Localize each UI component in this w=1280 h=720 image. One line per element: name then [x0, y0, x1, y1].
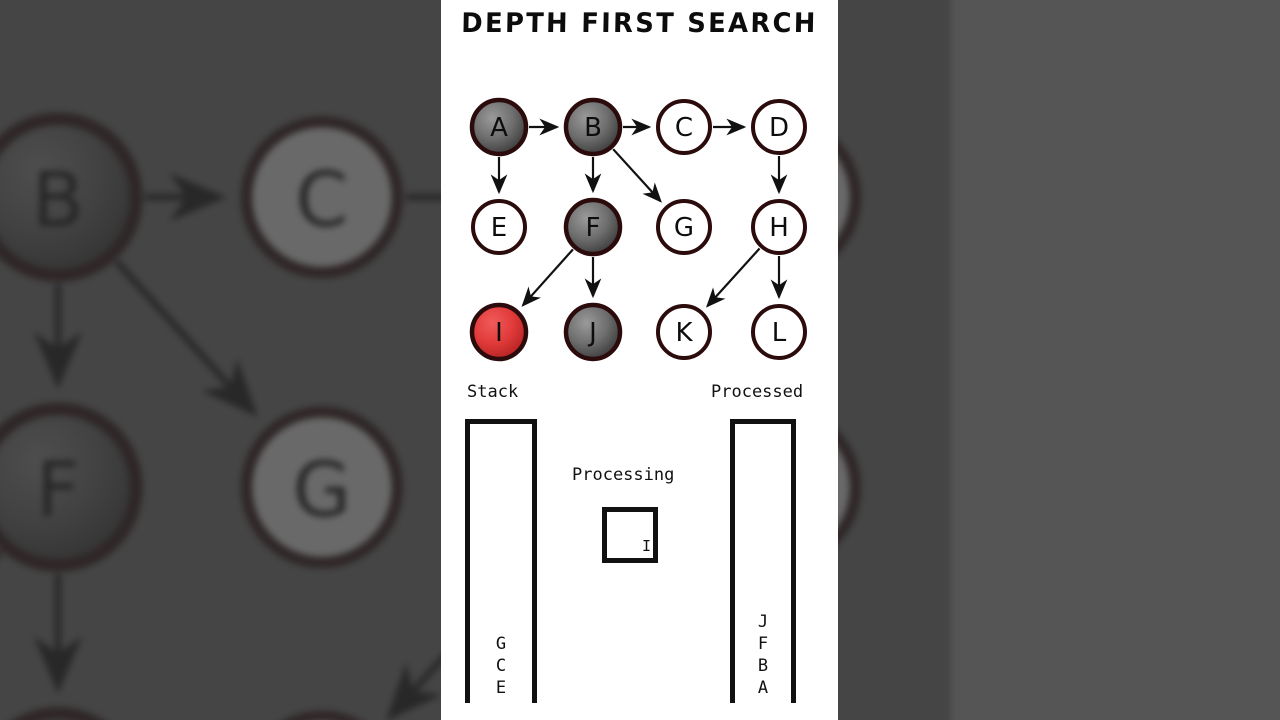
node-circle-D: [751, 99, 807, 155]
graph-node-G[interactable]: G: [656, 199, 712, 255]
graph-node-B[interactable]: B: [563, 97, 623, 157]
graph-node-F[interactable]: F: [563, 197, 623, 257]
node-circle-E: [471, 199, 527, 255]
graph-edge-H-K: [385, 655, 441, 720]
graph-node-L[interactable]: L: [838, 716, 855, 720]
node-circle-L: [838, 716, 855, 720]
graph-node-F[interactable]: F: [0, 402, 143, 573]
node-circle-F: [0, 402, 143, 573]
node-label-L: L: [772, 318, 787, 348]
graph-node-C[interactable]: C: [240, 116, 404, 279]
node-label-D: D: [769, 113, 789, 143]
node-circle-K: [283, 710, 360, 720]
processed-item: J: [757, 612, 769, 632]
node-label-B: B: [32, 156, 84, 244]
processed-label: Processed: [711, 382, 804, 402]
graph-edge-F-I: [521, 248, 574, 307]
processed-item: B: [757, 656, 769, 676]
stack-item: C: [495, 656, 507, 676]
node-circle-A: [469, 97, 529, 157]
processing-box: I: [602, 507, 658, 563]
graph-edge-B-G: [612, 148, 662, 203]
graph-node-E[interactable]: E: [471, 199, 527, 255]
node-label-B: B: [584, 113, 602, 143]
processing-label: Processing: [572, 465, 675, 485]
dfs-visualization: DEPTH FIRST SEARCH: [838, 0, 952, 720]
processing-value: I: [641, 537, 651, 555]
node-label-G: G: [293, 446, 351, 534]
node-label-F: F: [586, 213, 601, 243]
node-circle-I: [469, 302, 529, 362]
background-diagram-right: DEPTH FIRST SEARCH: [838, 0, 952, 720]
graph-nodes: A B C D E F G H I J K L: [469, 97, 807, 362]
graph-node-J[interactable]: J: [0, 706, 136, 720]
graph-node-L[interactable]: L: [751, 304, 807, 360]
node-circle-H: [751, 199, 807, 255]
node-label-I: I: [495, 318, 503, 348]
node-circle-J: [12, 706, 104, 720]
background-copy-right: DEPTH FIRST SEARCH: [838, 0, 1280, 720]
graph-node-H[interactable]: H: [838, 412, 862, 563]
dfs-visualization: DEPTH FIRST SEARCH: [441, 0, 838, 720]
node-circle-D: [838, 140, 862, 255]
node-label-K: K: [675, 318, 693, 348]
background-blur-right: DEPTH FIRST SEARCH: [838, 0, 1280, 720]
graph-canvas: A B C D E F G H I J K L: [469, 97, 807, 362]
stack-item: E: [495, 678, 507, 698]
node-circle-H: [838, 430, 862, 545]
node-circle-B: [563, 97, 623, 157]
node-label-F: F: [36, 446, 79, 534]
graph-node-D[interactable]: D: [838, 122, 862, 273]
stack-item: G: [495, 634, 507, 654]
graph-node-K[interactable]: K: [247, 710, 398, 720]
node-circle-L: [751, 304, 807, 360]
graph-node-K[interactable]: K: [656, 304, 712, 360]
node-label-H: H: [769, 213, 789, 243]
content-panel: DEPTH FIRST SEARCH: [441, 0, 838, 720]
processed-item: A: [757, 678, 769, 698]
graph-edges: [490, 118, 788, 308]
node-circle-B: [0, 112, 143, 283]
graph-node-C[interactable]: C: [656, 99, 712, 155]
node-circle-F: [563, 197, 623, 257]
graph-node-B[interactable]: B: [0, 112, 143, 283]
graph-node-A[interactable]: A: [469, 97, 529, 157]
node-circle-C: [240, 116, 404, 279]
processed-item: F: [757, 634, 769, 654]
graph-node-J[interactable]: J: [563, 302, 623, 362]
dfs-visualization: DEPTH FIRST SEARCH: [0, 0, 441, 720]
graph-edges: [0, 172, 441, 720]
graph-node-G[interactable]: G: [240, 406, 404, 569]
node-label-A: A: [490, 113, 508, 143]
node-circle-C: [656, 99, 712, 155]
node-label-G: G: [674, 213, 694, 243]
graph-edge-B-G: [114, 259, 258, 417]
graph-node-D[interactable]: D: [751, 99, 807, 155]
graph-node-H[interactable]: H: [751, 199, 807, 255]
node-circle-K: [656, 304, 712, 360]
node-circle-G: [656, 199, 712, 255]
graph-node-I[interactable]: I: [469, 302, 529, 362]
background-blur-left: DEPTH FIRST SEARCH: [0, 0, 441, 720]
graph-edge-H-K: [706, 247, 761, 308]
node-circle-J: [563, 302, 623, 362]
node-label-E: E: [491, 213, 507, 243]
background-diagram-left: DEPTH FIRST SEARCH: [0, 0, 441, 720]
node-circle-G: [240, 406, 404, 569]
background-copy-left: DEPTH FIRST SEARCH: [0, 0, 441, 720]
stack-label: Stack: [467, 382, 519, 402]
node-label-C: C: [296, 156, 349, 244]
node-label-J: J: [587, 318, 597, 348]
node-label-C: C: [675, 113, 693, 143]
